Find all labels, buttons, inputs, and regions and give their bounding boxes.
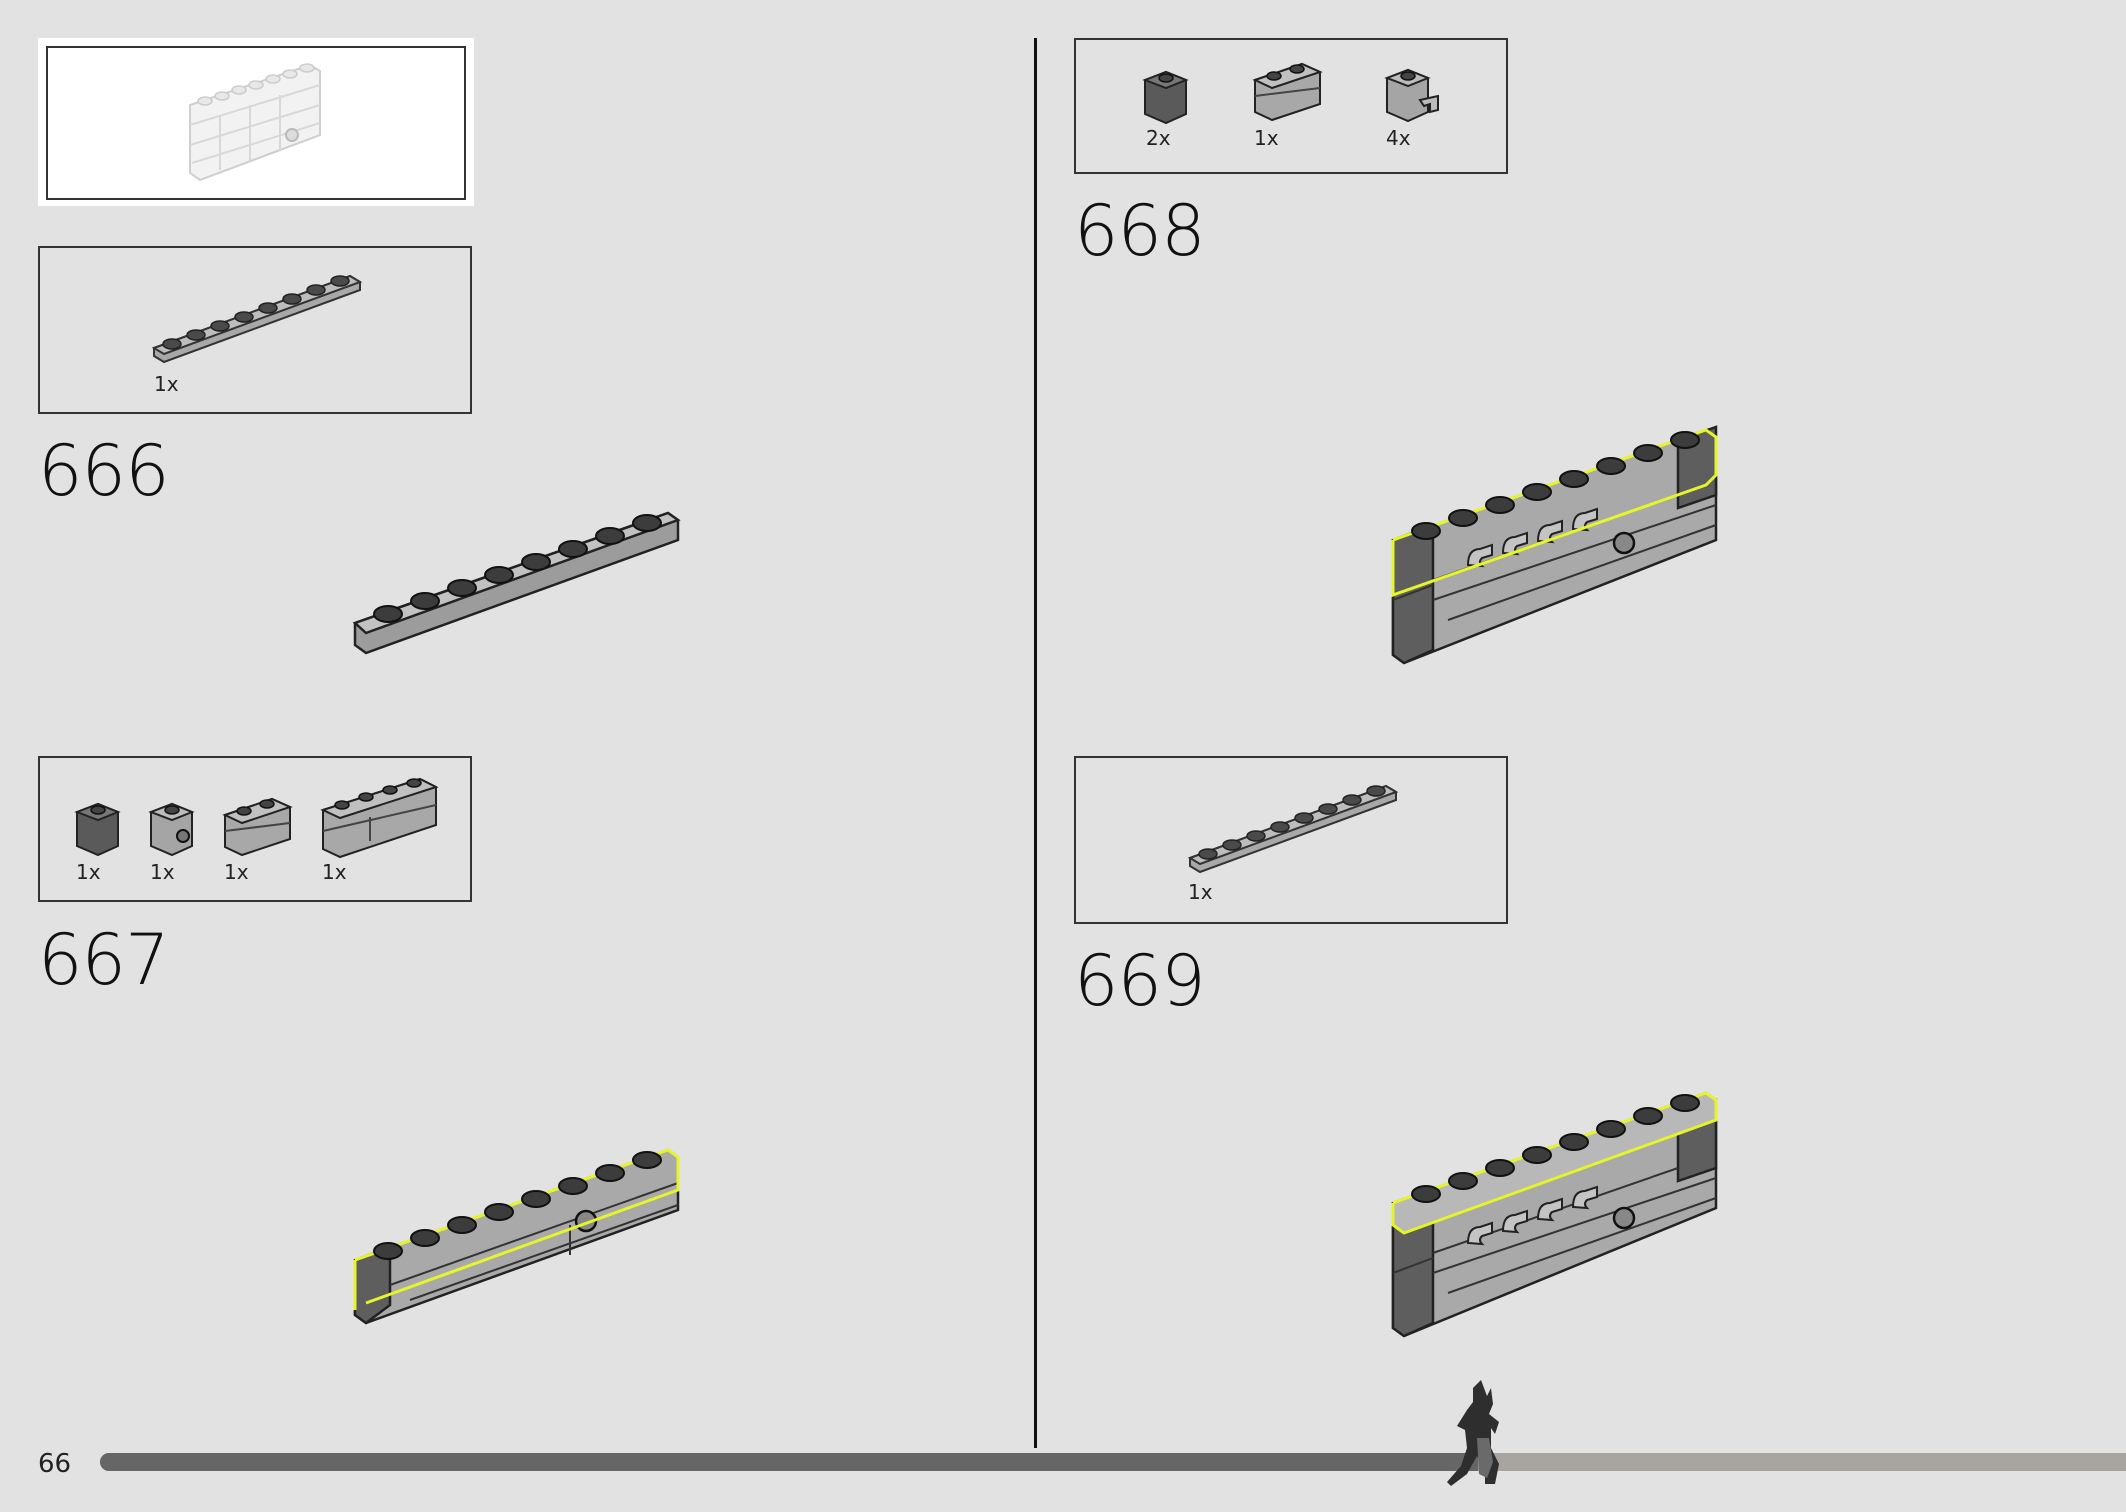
page-divider — [1034, 38, 1037, 1448]
step-669-part-qty: 1x — [1188, 880, 1213, 904]
step-668-part-2-qty: 1x — [1254, 126, 1279, 150]
step-669-number: 669 — [1074, 940, 1206, 1022]
step-667-part-1-qty: 1x — [76, 860, 101, 884]
step-669-parts-box — [1074, 756, 1508, 924]
step-668-part-3-qty: 4x — [1386, 126, 1411, 150]
overview-wall-icon — [189, 63, 321, 182]
step-666-part-qty: 1x — [154, 372, 179, 396]
brick-1x1-dark-icon — [74, 802, 121, 857]
step-666-number: 666 — [38, 430, 170, 512]
brick-1x1-clip-icon — [1384, 68, 1439, 123]
brick-1x1-dark-icon — [1142, 70, 1189, 125]
step-667-part-3-qty: 1x — [224, 860, 249, 884]
brick-1x2-masonry-icon — [1252, 62, 1323, 122]
plate-1x8-icon — [151, 274, 363, 364]
plate-1x8-icon — [1187, 784, 1399, 874]
progress-marker-figure-icon — [1447, 1380, 1499, 1486]
brick-1x2-masonry-icon — [222, 797, 293, 857]
step-667-part-2-qty: 1x — [150, 860, 175, 884]
step-667-number: 667 — [38, 919, 170, 1001]
page-number: 66 — [38, 1449, 72, 1479]
step-668-number: 668 — [1074, 190, 1206, 272]
step-668-assembly-model — [1391, 425, 1718, 665]
brick-1x1-stud-side-icon — [148, 802, 195, 857]
brick-1x4-masonry-icon — [320, 777, 439, 859]
step-666-plate-model — [352, 511, 681, 655]
step-666-parts-box — [38, 246, 472, 414]
progress-bar-fill — [100, 1453, 1478, 1471]
step-667-assembly-model — [353, 1148, 680, 1325]
step-667-part-4-qty: 1x — [322, 860, 347, 884]
step-669-assembly-model — [1391, 1091, 1718, 1338]
step-668-part-1-qty: 2x — [1146, 126, 1171, 150]
